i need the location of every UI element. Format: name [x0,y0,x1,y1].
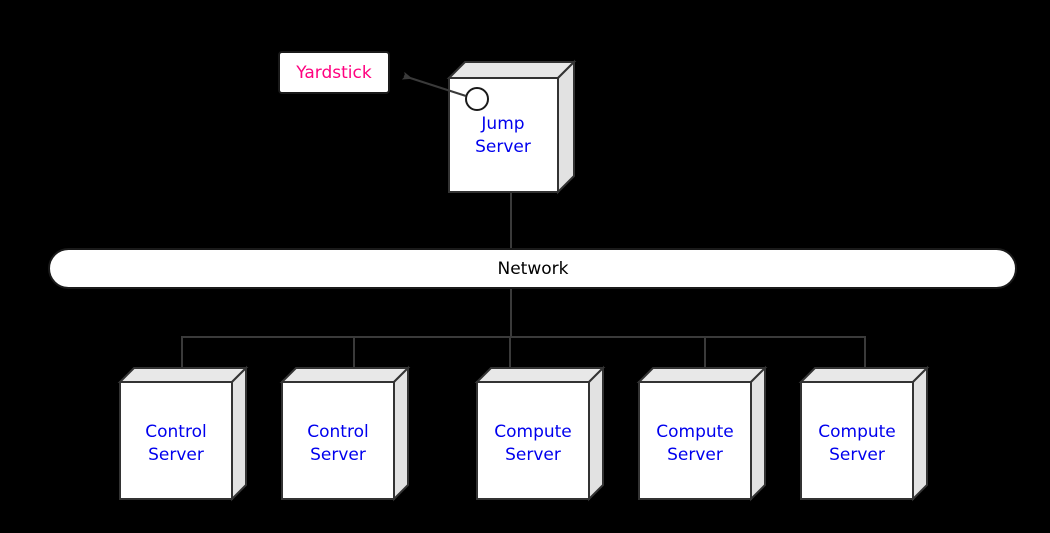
jump-server-interface-lollipop-icon [465,87,489,111]
server-5-label-line2: Server [829,445,885,465]
server-4-front-face [638,381,752,500]
server-2-label-line2: Server [310,445,366,465]
server-2-side-face [393,365,409,502]
server-node-5[interactable]: Compute Server [798,365,930,502]
network-node[interactable]: Network [48,248,1017,289]
jump-server-label-line1: Jump [480,114,524,134]
server-4-label-line1: Compute [656,422,734,442]
server-1-front-face [119,381,233,500]
server-2-front-face [281,381,395,500]
server-4-side-face [750,365,766,502]
network-label: Network [498,259,569,279]
link-jumpserver-to-yardstick [401,71,467,97]
server-node-1[interactable]: Control Server [117,365,249,502]
server-5-top-face [798,367,930,383]
server-1-label-line1: Control [145,422,206,442]
server-3-side-face [588,365,604,502]
server-1-label-line2: Server [148,445,204,465]
server-node-4[interactable]: Compute Server [636,365,768,502]
network-shape [48,248,1017,289]
jump-server-top-face [446,61,577,79]
server-node-2[interactable]: Control Server [279,365,411,502]
yardstick-shape [278,51,390,94]
jump-server-side-face [557,59,575,195]
server-5-front-face [800,381,914,500]
server-5-label-line1: Compute [818,422,896,442]
server-3-top-face [474,367,606,383]
jump-server-label-line2: Server [475,137,531,157]
yardstick-label: Yardstick [295,63,372,83]
server-4-top-face [636,367,768,383]
server-3-front-face [476,381,590,500]
server-3-label-line2: Server [505,445,561,465]
jump-server-node[interactable]: Jump Server [446,59,577,195]
server-1-side-face [231,365,247,502]
yardstick-node[interactable]: Yardstick [278,51,390,94]
server-node-3[interactable]: Compute Server [474,365,606,502]
server-5-side-face [912,365,928,502]
server-2-label-line1: Control [307,422,368,442]
server-1-top-face [117,367,249,383]
server-2-top-face [279,367,411,383]
server-4-label-line2: Server [667,445,723,465]
server-3-label-line1: Compute [494,422,572,442]
